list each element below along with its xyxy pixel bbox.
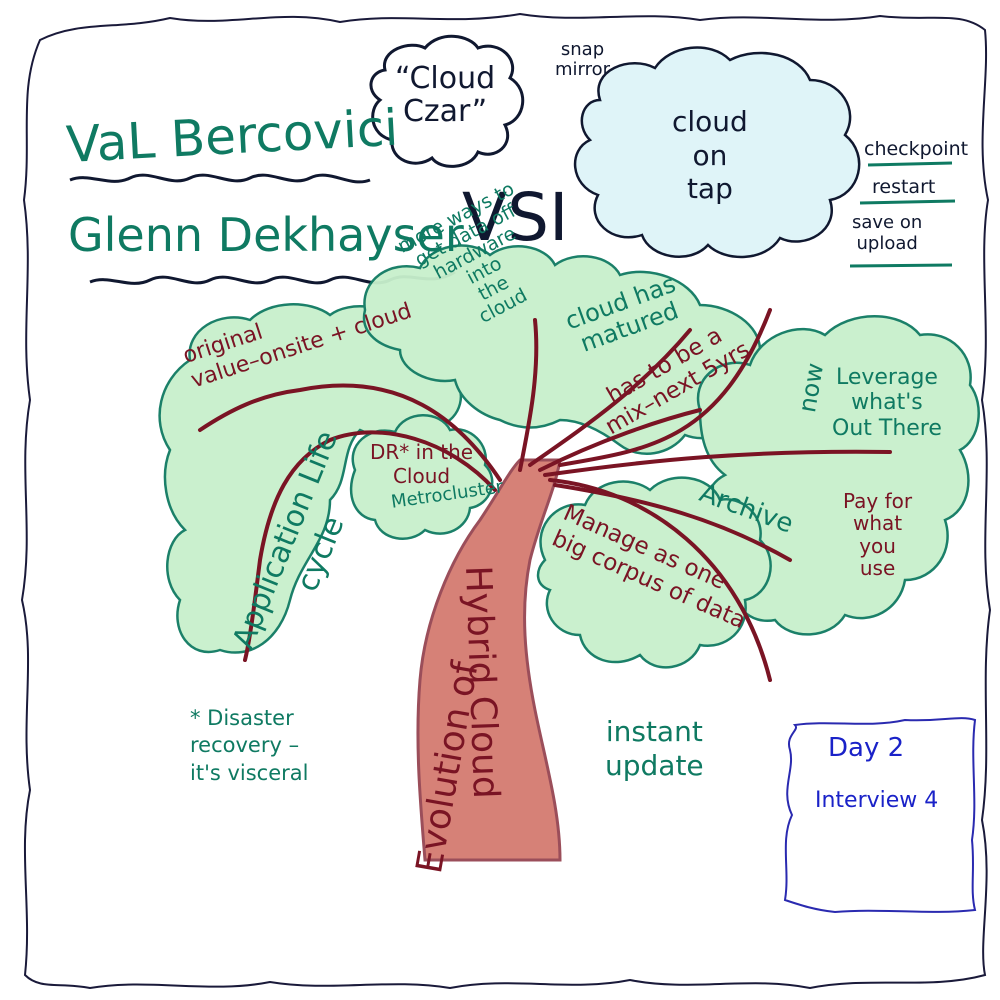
stamp-day: Day 2 [828, 733, 905, 763]
label-dr-in-cloud: DR* in the Cloud [370, 440, 474, 488]
trunk-label-hybrid-cloud: Hybrid Cloud [457, 564, 507, 800]
tree-foliage [158, 244, 980, 669]
note-disaster-recovery: * Disaster recovery – it's visceral [190, 706, 309, 785]
outer-border [20, 12, 992, 990]
side-list-item-checkpoint: checkpoint [864, 138, 969, 160]
tree-trunk [198, 308, 892, 862]
stamp-interview: Interview 4 [815, 788, 939, 813]
branch-mid-right [538, 408, 702, 472]
branch-upper-right [528, 328, 692, 467]
side-list-item-save-on-upload: save on upload [852, 212, 923, 254]
label-leverage: Leverage what's Out There [832, 365, 942, 441]
cloud-czar-bubble [369, 34, 525, 168]
company-vsi: VSI [462, 179, 569, 256]
branch-right-archive [553, 483, 792, 562]
branch-left-upper [198, 383, 502, 482]
branch-left-lower [243, 430, 497, 662]
name1-underline [69, 173, 371, 184]
cloud-on-tap-bubble [573, 46, 861, 259]
cloud-on-tap-label: cloud on tap [672, 105, 748, 206]
branch-top [518, 318, 539, 472]
branch-right-long [543, 449, 892, 477]
label-pay-for-what-you-use: Pay for what you use [843, 489, 913, 581]
snap-mirror-label: snap mirror [555, 39, 611, 80]
side-list-item-restart: restart [872, 176, 936, 198]
restart-underline [859, 199, 956, 205]
save-on-upload-underline [849, 263, 953, 268]
branch-right-down [548, 478, 772, 682]
name-glenn-dekhayser: Glenn Dekhayser [68, 208, 464, 262]
note-instant-update: instant update [605, 715, 704, 782]
branch-right-now [558, 308, 772, 467]
day-interview-box [783, 717, 977, 914]
checkpoint-underline [867, 161, 953, 167]
cloud-czar-label: “Cloud Czar” [395, 61, 496, 129]
